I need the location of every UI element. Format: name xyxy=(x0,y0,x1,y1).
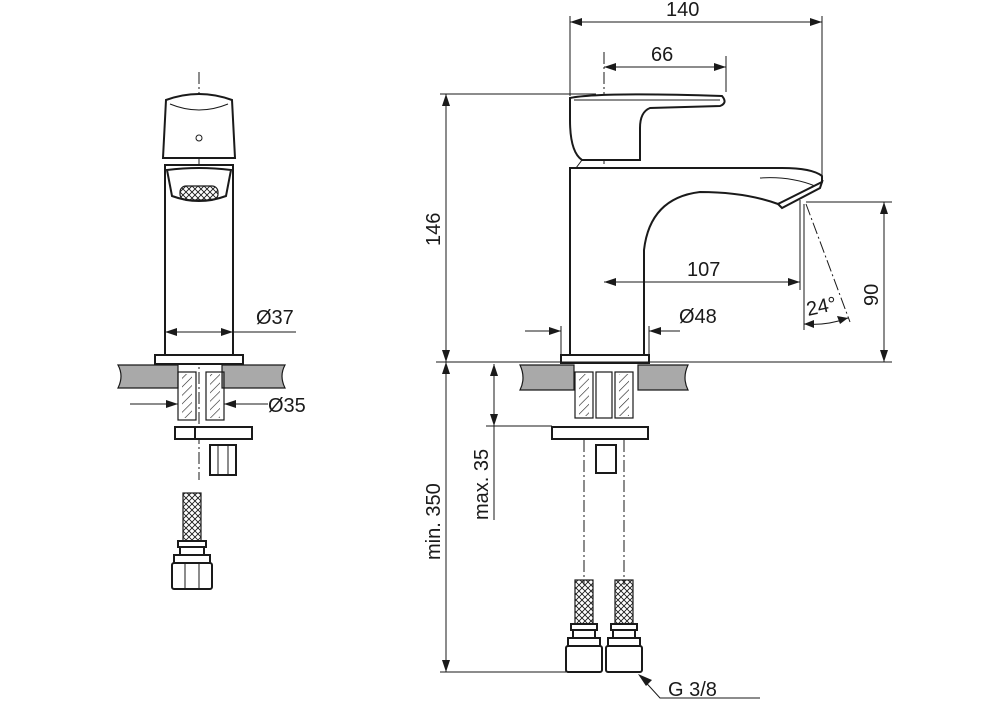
front-countertop-left xyxy=(519,364,575,391)
dim-37-arrow-right xyxy=(221,328,233,336)
side-hose-ring-b xyxy=(179,546,205,556)
dim-min350-label: min. 350 xyxy=(423,483,445,560)
dim-140-arrow-right xyxy=(810,18,822,26)
side-flexible-hose xyxy=(182,492,202,542)
dim-35-arrow-right xyxy=(224,400,236,408)
dim-66-label: 66 xyxy=(651,44,673,66)
front-hose-right-ring-b xyxy=(612,629,636,639)
side-shank-left xyxy=(177,371,197,421)
dim-107-arrow-right xyxy=(788,278,800,286)
front-countertop-right xyxy=(637,364,689,391)
dim-146-arrow-bottom xyxy=(442,350,450,362)
front-hose-right-braid xyxy=(614,579,634,625)
dim-107-label: 107 xyxy=(687,259,720,281)
front-shank-left-thread xyxy=(579,374,589,416)
dim-max35-arrow-top xyxy=(490,364,498,376)
front-base-flange xyxy=(560,354,650,364)
side-shank-right-thread xyxy=(210,374,220,418)
front-hose-right xyxy=(605,579,643,673)
dim-37-arrow-left xyxy=(165,328,177,336)
dim-107-arrow-left xyxy=(604,278,616,286)
side-hose-ring-c xyxy=(173,554,211,564)
dim-24-label: 24° xyxy=(804,293,838,321)
dim-min350-arrow-bottom xyxy=(442,660,450,672)
front-shank-left xyxy=(574,371,594,419)
front-hose-left-nut xyxy=(565,645,603,673)
dim-146-arrow-top xyxy=(442,94,450,106)
front-shank-right-thread xyxy=(619,374,629,416)
water-jet-line xyxy=(805,203,851,323)
dim-48-label: Ø48 xyxy=(679,306,717,328)
side-shank-right xyxy=(205,371,225,421)
side-aerator xyxy=(179,185,219,201)
dim-48-arrow-right xyxy=(649,327,661,335)
front-fixing-plate xyxy=(551,426,649,440)
dim-90-arrow-top xyxy=(880,202,888,214)
dim-140-label: 140 xyxy=(666,0,699,21)
dim-90-label: 90 xyxy=(861,284,883,306)
angle-arrow-right xyxy=(837,316,848,324)
front-faucet-body xyxy=(569,167,823,356)
side-lever-handle xyxy=(161,93,237,159)
dim-37-label: Ø37 xyxy=(256,307,294,329)
side-countertop-left xyxy=(116,364,179,389)
dim-66-arrow-right xyxy=(714,63,726,71)
front-hose-left-braid xyxy=(574,579,594,625)
dim-90-arrow-bottom xyxy=(880,350,888,362)
dim-max35-label: max. 35 xyxy=(471,449,493,520)
dim-35-arrow-left xyxy=(166,400,178,408)
thread-leader-arrow xyxy=(638,674,652,686)
dim-min350-arrow-top xyxy=(442,362,450,374)
dim-35-label: Ø35 xyxy=(268,395,306,417)
angle-arrow-left xyxy=(804,320,814,328)
front-spout-edge xyxy=(759,177,816,187)
front-connector xyxy=(595,444,617,474)
front-hose-left-ring-c xyxy=(567,637,601,647)
front-hose-right-nut xyxy=(605,645,643,673)
front-lever-handle xyxy=(569,93,726,161)
dim-66-arrow-left xyxy=(604,63,616,71)
front-hose-left xyxy=(565,579,603,673)
front-view: 140 66 146 107 90 24° xyxy=(423,0,892,701)
dim-max35-arrow-bottom xyxy=(490,414,498,426)
dim-140-arrow-left xyxy=(570,18,582,26)
side-connector xyxy=(209,444,237,476)
side-lever-mark xyxy=(195,134,203,142)
side-shank-left-thread xyxy=(182,374,192,418)
dim-146-label: 146 xyxy=(423,213,445,246)
dim-48-arrow-left xyxy=(549,327,561,335)
side-lever-edge xyxy=(169,103,229,111)
front-lever-joint xyxy=(575,159,583,169)
thread-label: G 3/8 xyxy=(668,679,717,701)
side-view: Ø37 Ø35 xyxy=(116,72,306,590)
front-hose-left-ring-b xyxy=(572,629,596,639)
side-base-flange xyxy=(154,354,244,365)
side-countertop-right xyxy=(221,364,287,389)
side-hose-nut xyxy=(171,562,213,590)
front-hose-right-ring-c xyxy=(607,637,641,647)
side-fixing-nut xyxy=(174,426,196,440)
front-shank-center xyxy=(595,371,613,419)
front-aerator xyxy=(776,180,824,210)
front-shank-right xyxy=(614,371,634,419)
